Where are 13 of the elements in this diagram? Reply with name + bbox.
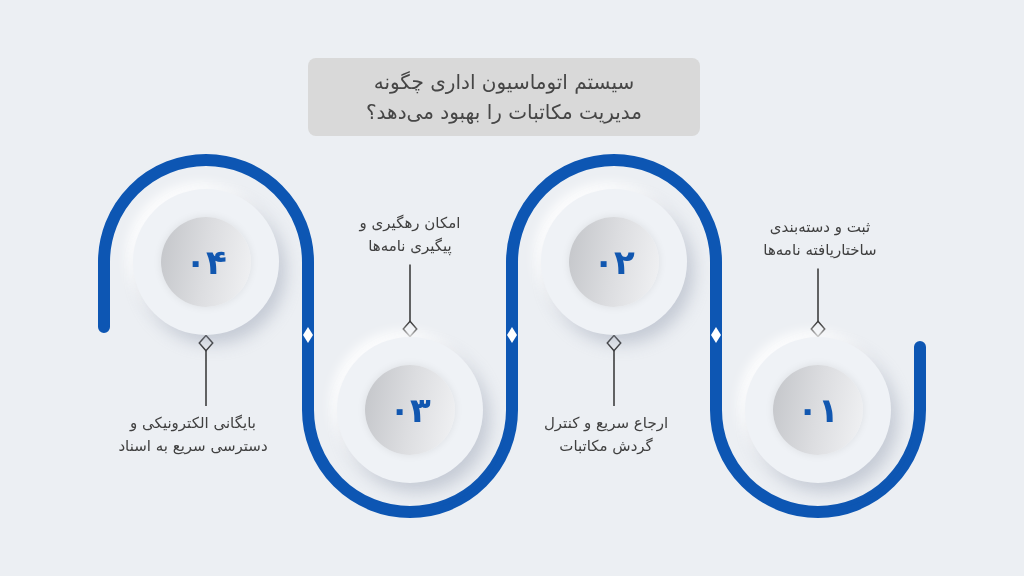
step-number: ۰۲ — [593, 245, 635, 279]
leader-line — [810, 267, 826, 338]
step-description: ثبت و دسته‌بندی ساختاریافته نامه‌ها — [736, 216, 904, 263]
step-description: بایگانی الکترونیکی و دسترسی سریع به اسناد — [107, 412, 279, 459]
step-number: ۰۳ — [389, 393, 431, 427]
leader-line — [402, 263, 418, 338]
leader-line — [198, 334, 214, 407]
step-description: ارجاع سریع و کنترل گردش مکاتبات — [522, 412, 690, 459]
step-number: ۰۴ — [185, 245, 227, 279]
step-description: امکان رهگیری و پیگیری نامه‌ها — [341, 212, 479, 259]
step-number: ۰۱ — [797, 393, 839, 427]
title-banner: سیستم اتوماسیون اداری چگونه مدیریت مکاتبات را بهبود می‌دهد؟ — [308, 58, 700, 136]
leader-line — [606, 334, 622, 407]
